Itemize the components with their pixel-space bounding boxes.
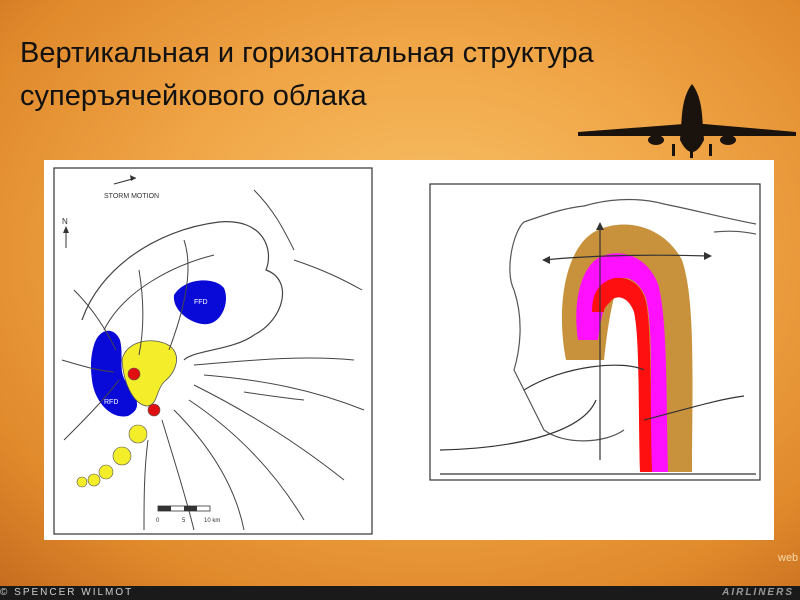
mesocyclone-core [127,367,141,381]
brand-label: AIRLINERS [722,587,794,598]
horizontal-structure-diagram: STORM MOTION N FFD RFD [53,167,761,535]
photo-credit-bar: © SPENCER WILMOT AIRLINERS [0,586,800,600]
rear-core [147,403,161,417]
left-diagram-frame [53,167,373,535]
right-diagram-frame [429,183,761,481]
ff-label: FFD [194,299,208,306]
cloud-outline [509,198,757,442]
title-line-2: суперъячейкового облака [20,80,367,112]
storm-motion-label: STORM MOTION [104,193,159,200]
airplane-silhouette-icon [578,84,796,158]
title-line-1: Вертикальная и горизонтальная структура [20,37,594,69]
watermark-text: web [778,552,799,564]
scale-bar [157,505,211,512]
north-arrow-icon [63,226,69,248]
scale-label-0: 0 [156,518,160,524]
diagram-panel: STORM MOTION N FFD RFD [44,160,774,540]
rf-label: RFD [104,399,118,406]
flow-arrows [439,224,745,460]
cloud-inner-core [592,277,652,472]
north-label: N [62,217,68,226]
rear-flank-downdraft [90,330,138,417]
streamlines [61,189,365,531]
updraft-region [121,340,177,407]
flanking-line-cells [76,424,148,488]
forward-flank-downdraft [173,280,227,325]
storm-motion-arrow [113,175,137,185]
slide-title: Вертикальная и горизонтальная структура … [20,32,780,118]
scale-label-10: 10 km [204,518,220,524]
scale-label-5: 5 [182,518,186,524]
photo-credit: © SPENCER WILMOT [0,587,134,598]
